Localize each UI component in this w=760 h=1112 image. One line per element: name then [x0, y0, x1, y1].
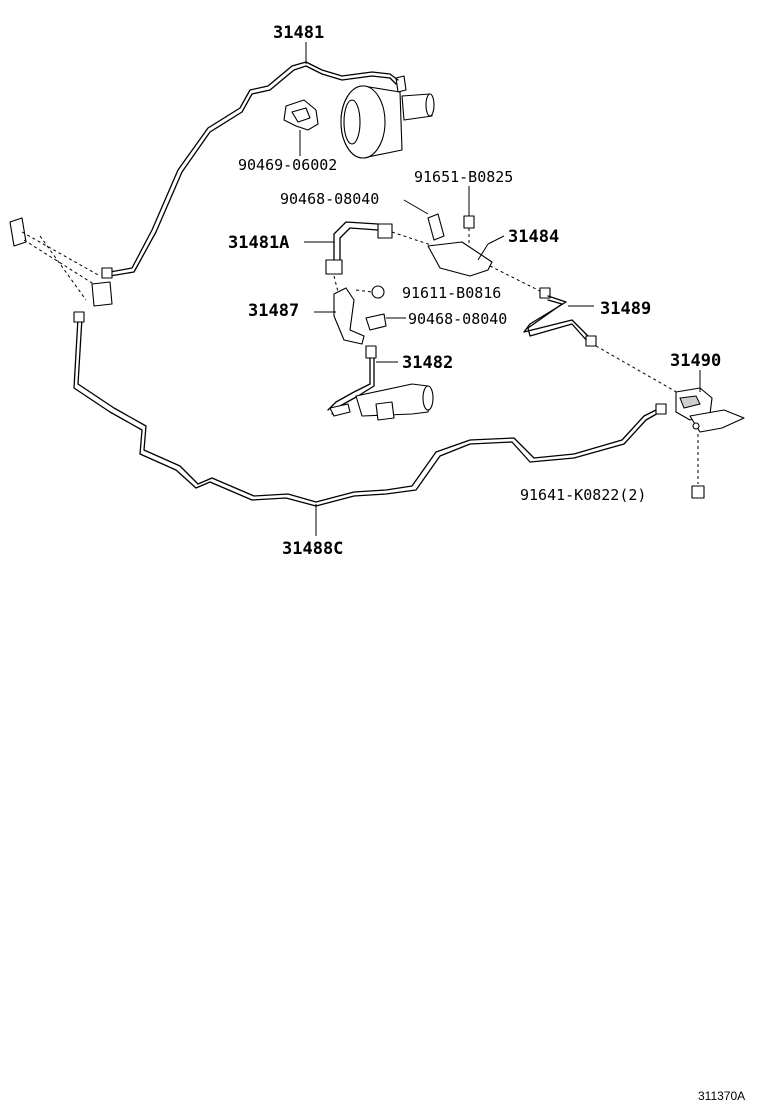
bracket-31487-drawing [314, 285, 406, 345]
pipe-31489-drawing [523, 287, 681, 395]
bolt-91641-drawing [691, 485, 705, 499]
clip-top-drawing [403, 199, 445, 241]
reference-code: 311370A [698, 1089, 745, 1103]
label-90468-08040-bottom: 90468-08040 [408, 310, 507, 328]
bolt-91651-drawing [463, 186, 475, 254]
bracket-31484-drawing [427, 235, 543, 293]
slave-cylinder-drawing [327, 345, 434, 421]
pipe-31488C [73, 317, 661, 507]
label-31484: 31484 [508, 227, 559, 247]
valve-31490-drawing [655, 370, 745, 484]
label-91611-B0816: 91611-B0816 [402, 284, 501, 302]
label-91651-B0825: 91651-B0825 [414, 168, 513, 186]
label-31481: 31481 [273, 23, 324, 43]
label-90468-08040-top: 90468-08040 [280, 190, 379, 208]
label-31490: 31490 [670, 351, 721, 371]
label-31482: 31482 [402, 353, 453, 373]
left-bracket-drawing [9, 217, 113, 307]
label-31481A: 31481A [228, 233, 289, 253]
label-90469-06002: 90469-06002 [238, 156, 337, 174]
pipe-clamp-drawing [283, 99, 319, 156]
label-31488C: 31488C [282, 539, 343, 559]
label-31489: 31489 [600, 299, 651, 319]
pipe-31481 [109, 61, 399, 273]
master-cylinder-drawing [340, 75, 435, 159]
label-91641-K0822: 91641-K0822(2) [520, 486, 646, 504]
label-31487: 31487 [248, 301, 299, 321]
flexible-hose-drawing [304, 221, 441, 301]
